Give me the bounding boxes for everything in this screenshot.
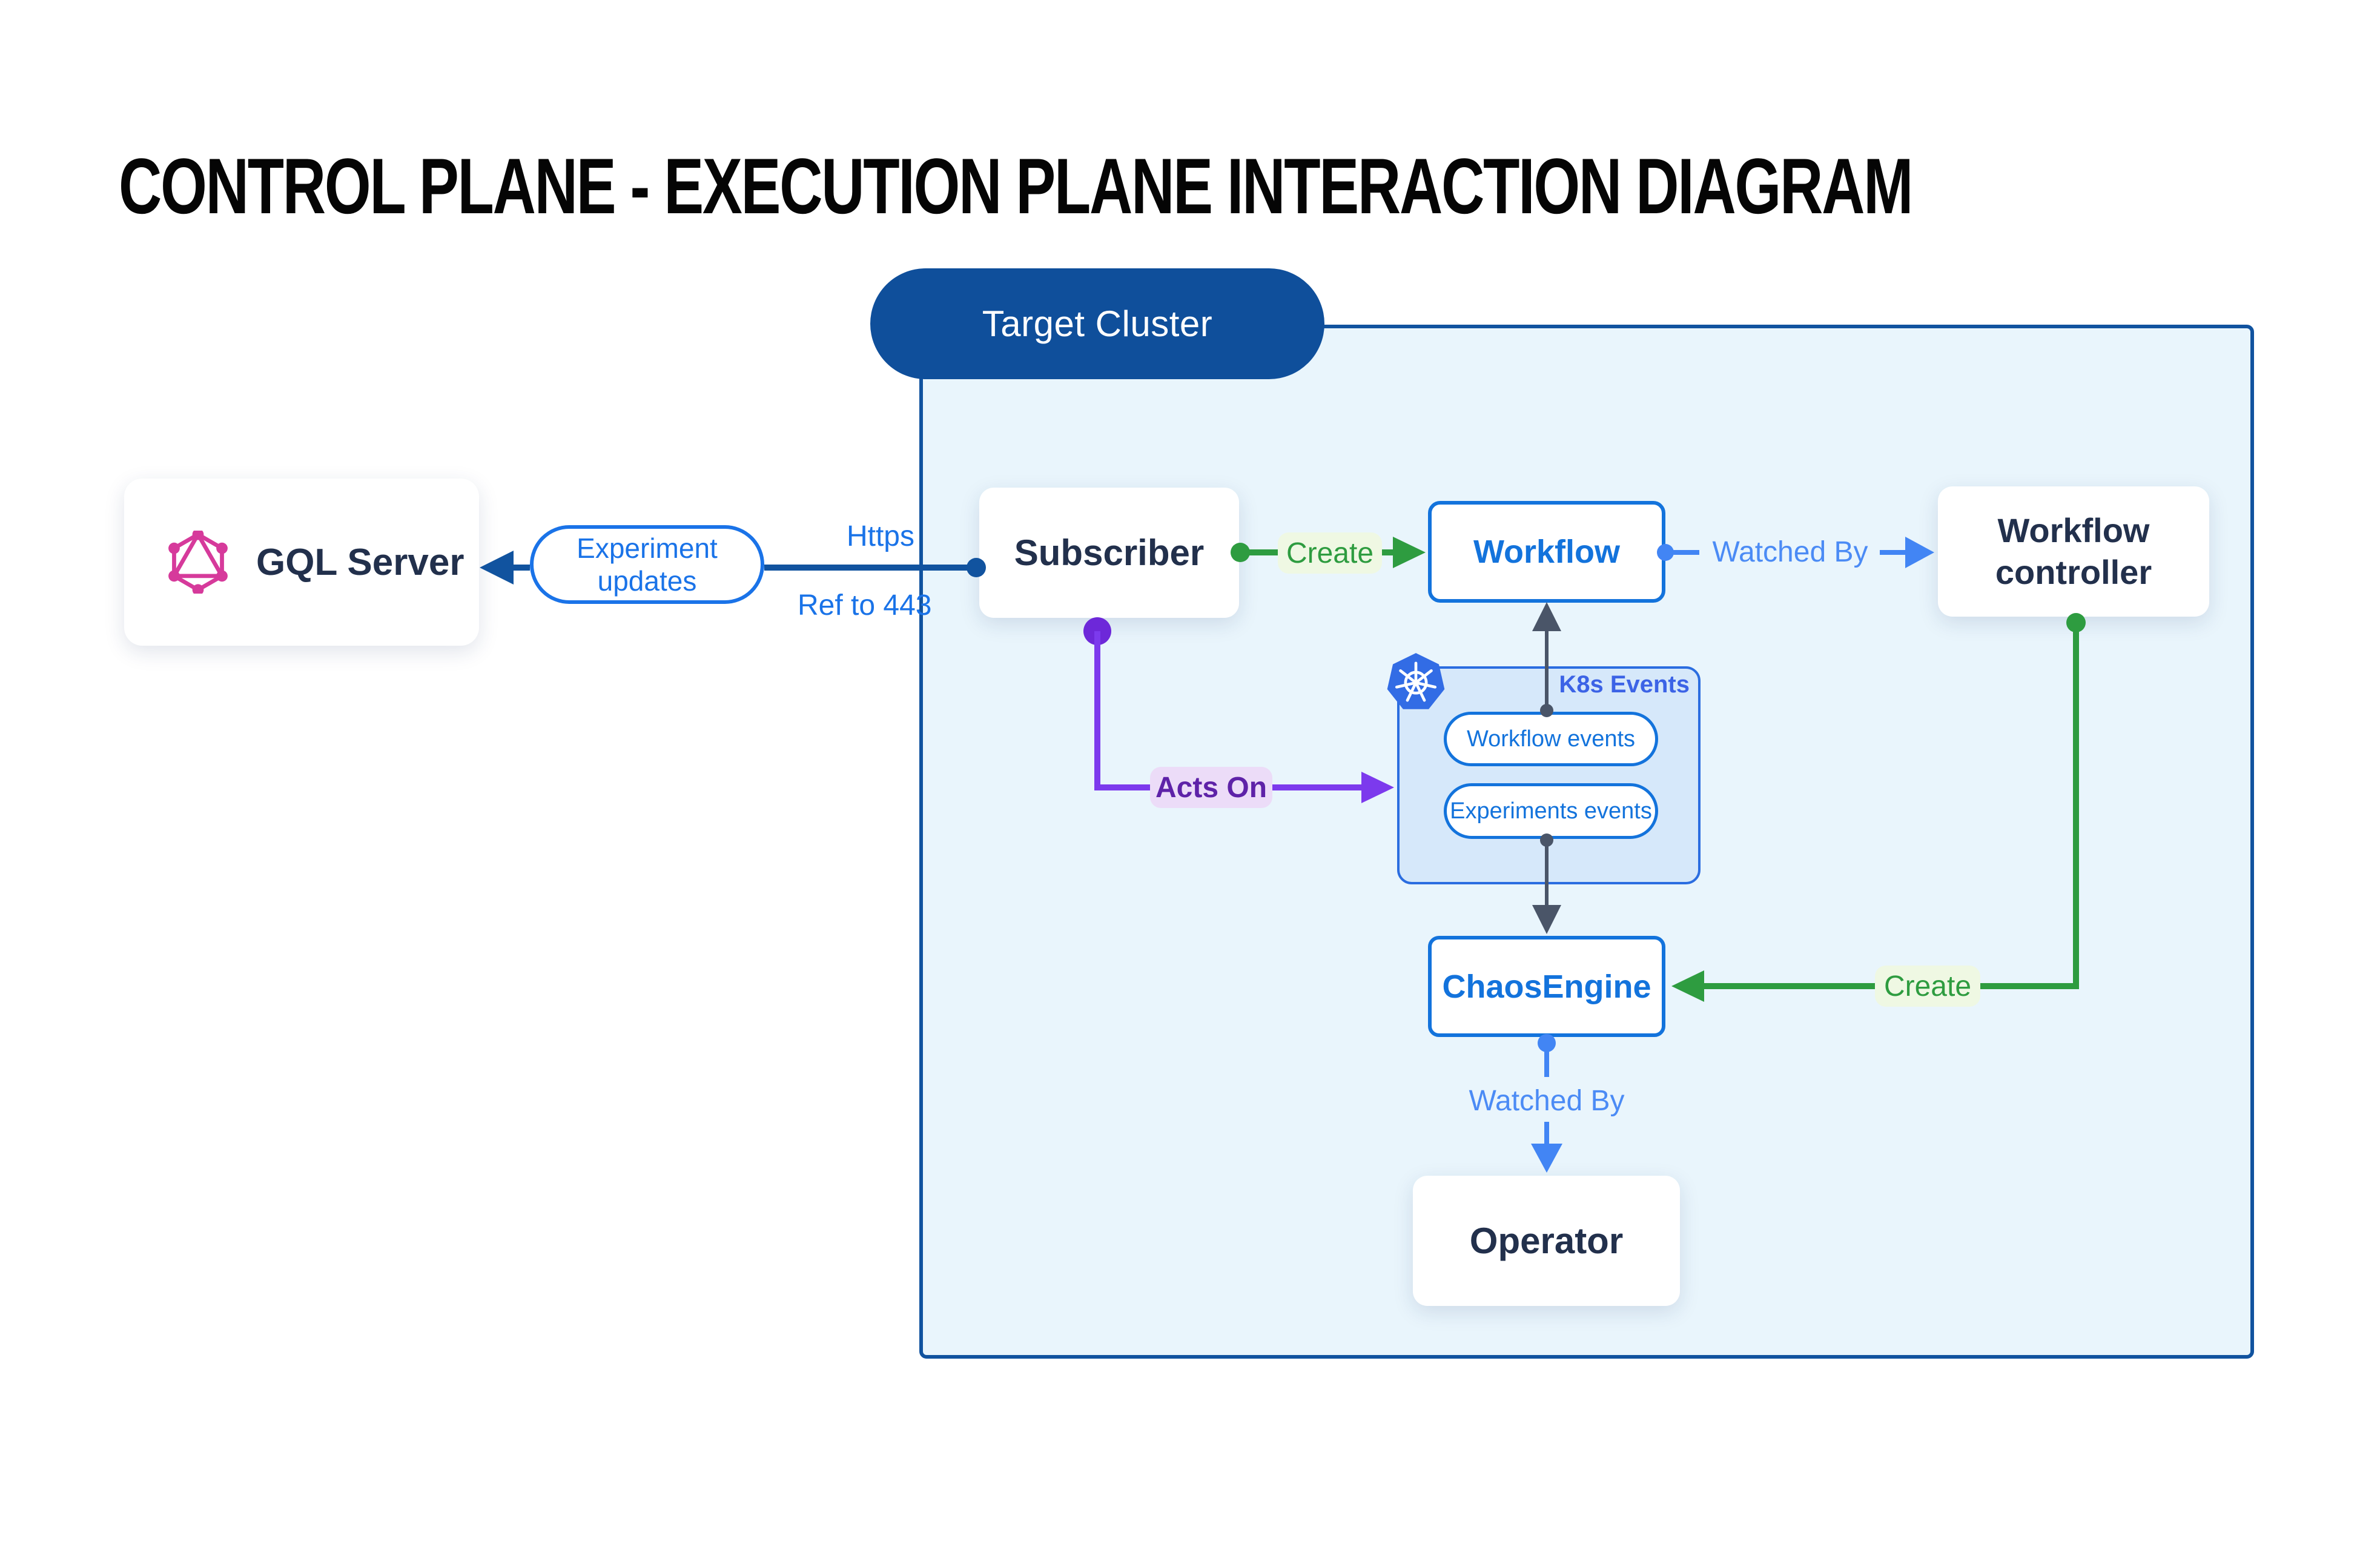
node-workflow: Workflow xyxy=(1428,501,1665,603)
edge-label-acts-on: Acts On xyxy=(1150,767,1272,808)
kubernetes-icon xyxy=(1387,653,1445,709)
graphql-icon xyxy=(168,531,228,594)
k8s-experiments-events-pill: Experiments events xyxy=(1444,783,1658,839)
edge-label-experiment-updates: Experiment updates xyxy=(530,525,764,604)
edge-label-watched-by-workflow: Watched By xyxy=(1712,536,1868,568)
edge-label-ref-to-443: Ref to 443 xyxy=(798,589,932,621)
k8s-workflow-events-pill: Workflow events xyxy=(1444,712,1658,766)
target-cluster-pill: Target Cluster xyxy=(870,268,1324,379)
page-title: CONTROL PLANE - EXECUTION PLANE INTERACT… xyxy=(119,142,1913,230)
gql-server-label: GQL Server xyxy=(256,541,464,583)
node-operator: Operator xyxy=(1413,1176,1680,1306)
node-workflow-controller: Workflow controller xyxy=(1938,486,2209,617)
target-cluster-label: Target Cluster xyxy=(982,303,1213,344)
edge-label-watched-by-operator: Watched By xyxy=(1469,1085,1625,1117)
node-gql-server: GQL Server xyxy=(124,479,479,646)
edge-label-create-workflow: Create xyxy=(1278,532,1382,574)
k8s-events-label: K8s Events xyxy=(1559,671,1690,698)
node-subscriber: Subscriber xyxy=(979,488,1239,618)
node-chaos-engine: ChaosEngine xyxy=(1428,936,1665,1037)
edge-label-https: Https xyxy=(846,520,914,552)
edge-label-create-chaos-engine: Create xyxy=(1875,966,1980,1007)
